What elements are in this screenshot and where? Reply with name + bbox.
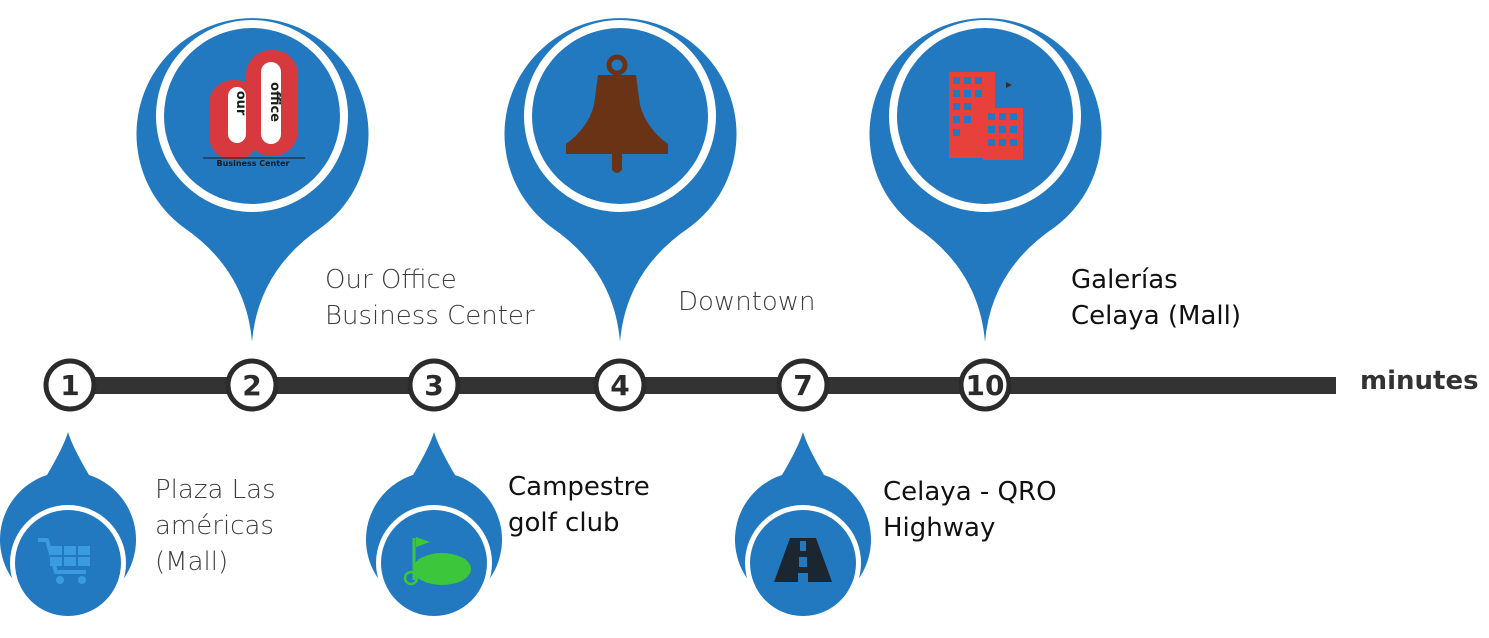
label-downtown: Downtown	[678, 284, 816, 320]
label-plaza: Plaza Las américas (Mall)	[155, 472, 276, 580]
label-galerias: Galerías Celaya (Mall)	[1071, 262, 1241, 334]
tick-label: 10	[966, 369, 1005, 402]
timeline-bar	[70, 377, 1336, 394]
tick-2: 2	[225, 358, 279, 412]
label-line: Galerías	[1071, 265, 1178, 295]
label-line: Highway	[883, 513, 996, 543]
label-line: (Mall)	[155, 547, 229, 577]
label-line: Campestre	[508, 472, 650, 502]
office-logo-icon: our office Business Center	[203, 50, 305, 168]
tick-label: 2	[242, 369, 261, 402]
logo-word-office: office	[267, 82, 282, 122]
label-line: américas	[155, 511, 274, 541]
pin-galerias	[869, 18, 1102, 342]
tick-4: 4	[593, 358, 647, 412]
tick-label: 4	[610, 369, 629, 402]
pin-plaza	[0, 432, 136, 621]
label-campestre: Campestre golf club	[508, 469, 650, 541]
buildings-icon	[949, 72, 1023, 160]
logo-word-our: our	[233, 91, 248, 116]
pin-our-office: our office Business Center	[136, 18, 369, 342]
label-line: Our Office	[325, 265, 457, 295]
label-our-office: Our Office Business Center	[325, 262, 535, 334]
label-line: Celaya - QRO	[883, 477, 1057, 507]
tick-label: 1	[60, 369, 79, 402]
tick-label: 3	[424, 369, 443, 402]
tick-3: 3	[407, 358, 461, 412]
tick-10: 10	[958, 358, 1012, 412]
pin-downtown	[504, 18, 737, 343]
bell-icon	[566, 54, 668, 173]
pin-campestre	[365, 432, 502, 621]
label-line: golf club	[508, 508, 620, 538]
label-line: Downtown	[678, 287, 816, 317]
tick-label: 7	[793, 369, 812, 402]
unit-label: minutes	[1360, 366, 1479, 396]
pin-highway	[735, 432, 871, 621]
label-line: Plaza Las	[155, 475, 276, 505]
tick-1: 1	[43, 358, 97, 412]
golf-flag-icon	[403, 537, 471, 586]
logo-caption: Business Center	[217, 159, 290, 168]
shopping-cart-icon	[38, 538, 90, 584]
label-line: Celaya (Mall)	[1071, 301, 1241, 331]
tick-7: 7	[776, 358, 830, 412]
label-highway: Celaya - QRO Highway	[883, 474, 1057, 546]
label-line: Business Center	[325, 301, 535, 331]
highway-icon	[774, 538, 832, 582]
